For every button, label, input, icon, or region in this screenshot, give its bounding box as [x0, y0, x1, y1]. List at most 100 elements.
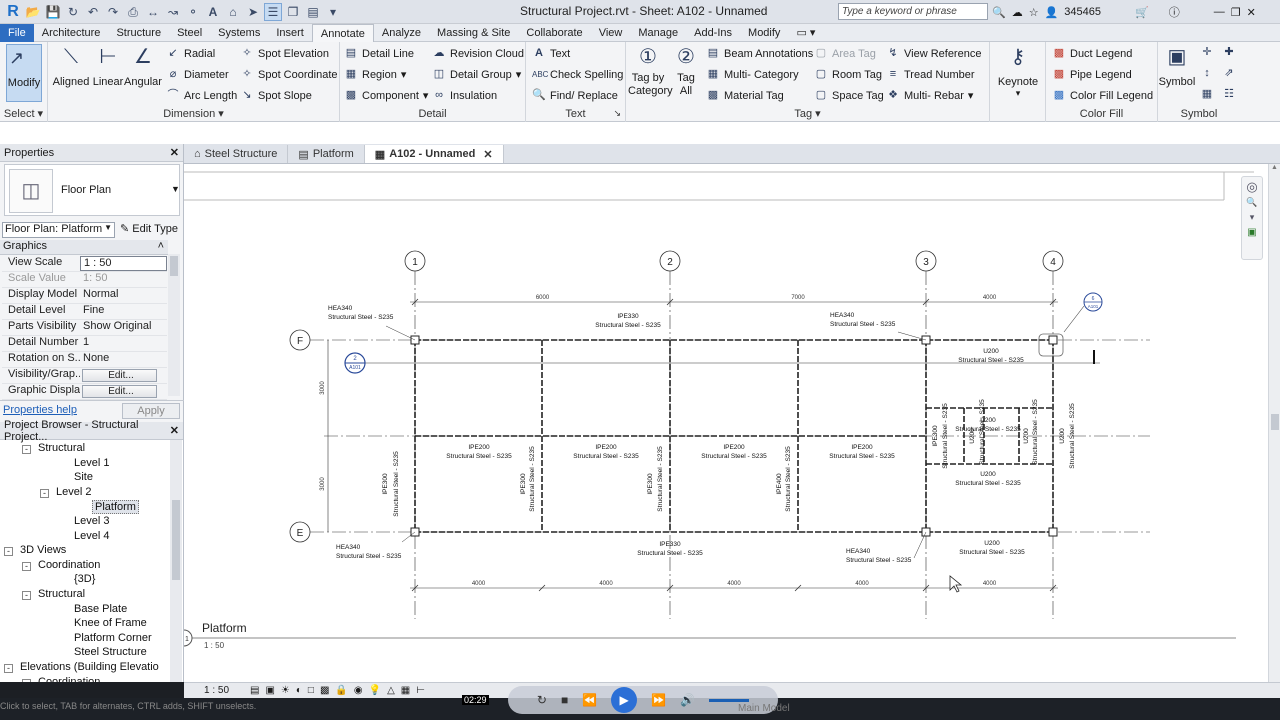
nav-plus-icon[interactable]: ▣: [1247, 227, 1257, 238]
modify-button[interactable]: ↗ Modify: [6, 44, 42, 102]
play-icon[interactable]: ▶: [611, 687, 638, 713]
fast-forward-icon[interactable]: ⏩: [651, 693, 667, 707]
browser-item[interactable]: Platform Corner: [74, 631, 152, 644]
visual-style-icon[interactable]: ▣: [265, 685, 275, 696]
keynote-button[interactable]: ⚷Keynote▾: [994, 44, 1042, 99]
browser-item[interactable]: Base Plate: [74, 602, 128, 615]
close-hidden-icon[interactable]: ❐: [287, 5, 299, 19]
component-button[interactable]: ▩Component ▾: [345, 89, 429, 102]
collapse-toggle-icon[interactable]: -: [4, 547, 13, 557]
favorites-icon[interactable]: ☆: [1028, 6, 1039, 19]
constraints-icon[interactable]: ⊢: [416, 685, 425, 696]
beam-symbol-icon[interactable]: ↕: [1204, 67, 1210, 79]
browser-item[interactable]: Structural: [38, 442, 86, 454]
browser-scrollbar[interactable]: [170, 440, 182, 682]
spot-slope-button[interactable]: ↘Spot Slope: [240, 89, 311, 102]
browser-item[interactable]: Coordination: [38, 558, 101, 571]
spot-elevation-button[interactable]: ✧Spot Elevation: [240, 47, 329, 60]
canvas-vertical-scrollbar[interactable]: ▲: [1268, 164, 1280, 682]
fabric-symbol-icon[interactable]: ▦: [1201, 88, 1213, 100]
instance-selector[interactable]: Floor Plan: Platform▼: [2, 222, 115, 238]
tab-modify[interactable]: Modify: [748, 26, 781, 39]
open-icon[interactable]: 📂: [25, 5, 41, 19]
edit-button[interactable]: Edit...: [82, 385, 157, 398]
browser-item[interactable]: Elevations (Building Elevatio: [20, 661, 159, 673]
browser-item[interactable]: Site: [74, 471, 93, 484]
user-id[interactable]: 345465: [1064, 6, 1101, 18]
properties-scrollbar[interactable]: [168, 254, 180, 396]
duct-legend-button[interactable]: ▩Duct Legend: [1052, 47, 1133, 60]
area-reinforcement-icon[interactable]: ✚: [1224, 46, 1234, 58]
view-tab-2[interactable]: ▤Platform: [288, 145, 365, 163]
temporary-hide-icon[interactable]: ◉: [353, 685, 363, 696]
highlight-displacement-icon[interactable]: ▦: [400, 685, 411, 696]
collapse-toggle-icon[interactable]: -: [22, 678, 31, 682]
minimize-icon[interactable]: —: [1213, 6, 1225, 18]
browser-item[interactable]: Level 1: [74, 456, 110, 469]
span-direction-icon[interactable]: ✛: [1202, 46, 1212, 58]
tab-steel[interactable]: Steel: [177, 26, 203, 39]
zoom-icon[interactable]: 🔍: [1246, 197, 1258, 207]
detail-level-icon[interactable]: ▤: [250, 685, 260, 696]
property-value[interactable]: Fine: [83, 304, 105, 316]
collapse-toggle-icon[interactable]: -: [22, 591, 31, 600]
steering-wheel-icon[interactable]: ◎: [1246, 179, 1258, 194]
tab-file[interactable]: File: [0, 23, 34, 42]
grid-bubble-4[interactable]: [1042, 250, 1064, 272]
lock-view-icon[interactable]: 🔒: [335, 685, 348, 696]
beam-annotations-button[interactable]: ▤Beam Annotations: [706, 47, 814, 60]
scroll-up-icon[interactable]: ▲: [1271, 164, 1278, 171]
angular-button[interactable]: ∠Angular: [124, 44, 162, 88]
room-tag-button[interactable]: ▢Room Tag: [814, 68, 882, 81]
grid-bubble-F[interactable]: [289, 329, 311, 351]
dimension-panel-label[interactable]: Dimension ▾: [163, 108, 224, 120]
graphics-group-header[interactable]: Graphics˄: [0, 240, 168, 255]
show-crop-icon[interactable]: ▩: [319, 685, 330, 696]
volume-slider[interactable]: [709, 698, 750, 702]
zoom-dropdown-icon[interactable]: ▾: [1249, 212, 1255, 222]
scroll-thumb[interactable]: [1271, 414, 1279, 430]
view-tab-1[interactable]: ⌂Steel Structure: [184, 145, 289, 163]
view-title-block[interactable]: 1 Platform 1 : 50: [175, 621, 247, 650]
browser-item[interactable]: {3D}: [74, 573, 96, 586]
tab-collaborate[interactable]: Collaborate: [526, 26, 583, 39]
tread-number-button[interactable]: ≡Tread Number: [886, 68, 975, 81]
measure-icon[interactable]: ↔: [147, 5, 159, 19]
grid-bubble-E[interactable]: [289, 521, 311, 543]
tab-view[interactable]: View: [598, 26, 623, 39]
pipe-legend-button[interactable]: ▩Pipe Legend: [1052, 68, 1132, 81]
tab-architecture[interactable]: Architecture: [41, 26, 101, 39]
stair-path-icon[interactable]: ⇗: [1224, 67, 1234, 79]
column-5[interactable]: [1048, 335, 1058, 345]
tag-panel-label[interactable]: Tag ▾: [794, 108, 821, 120]
rewind-icon[interactable]: ⏪: [582, 693, 598, 707]
property-value[interactable]: 1: [83, 336, 90, 348]
customize-qat-icon[interactable]: ▾: [329, 5, 337, 19]
aligned-button[interactable]: ⟍Aligned: [52, 44, 90, 88]
reveal-hidden-icon[interactable]: 💡: [368, 685, 382, 696]
tab-systems[interactable]: Systems: [218, 26, 261, 39]
stop-icon[interactable]: ■: [560, 693, 569, 707]
thin-lines-icon[interactable]: ☰: [264, 3, 282, 21]
text-icon[interactable]: A: [208, 5, 218, 19]
browser-item[interactable]: Coordination: [38, 675, 101, 682]
properties-help-link[interactable]: Properties help: [3, 404, 77, 416]
revision-cloud-button[interactable]: ☁Revision Cloud: [432, 47, 524, 60]
view-scale-control[interactable]: 1 : 50: [204, 685, 230, 696]
column-6[interactable]: [1048, 527, 1058, 537]
tab-add-ins[interactable]: Add-Ins: [694, 26, 733, 39]
subscription-icon[interactable]: ☁: [1011, 6, 1023, 19]
volume-icon[interactable]: 🔊: [680, 693, 696, 707]
switch-windows-icon[interactable]: ▤: [307, 5, 319, 19]
linear-button[interactable]: ⊢Linear: [90, 44, 126, 88]
multi-rebar-button[interactable]: ❖Multi- Rebar ▾: [886, 89, 973, 102]
undo-icon[interactable]: ↶: [87, 5, 99, 19]
tab-annotate[interactable]: Annotate: [311, 23, 374, 42]
area-tag-button[interactable]: ▢Area Tag: [814, 47, 876, 60]
rebar-symbol-icon[interactable]: ☷: [1224, 88, 1234, 100]
property-value[interactable]: Normal: [83, 288, 119, 300]
user-icon[interactable]: 👤: [1044, 6, 1059, 19]
restore-icon[interactable]: ❐: [1230, 6, 1241, 19]
